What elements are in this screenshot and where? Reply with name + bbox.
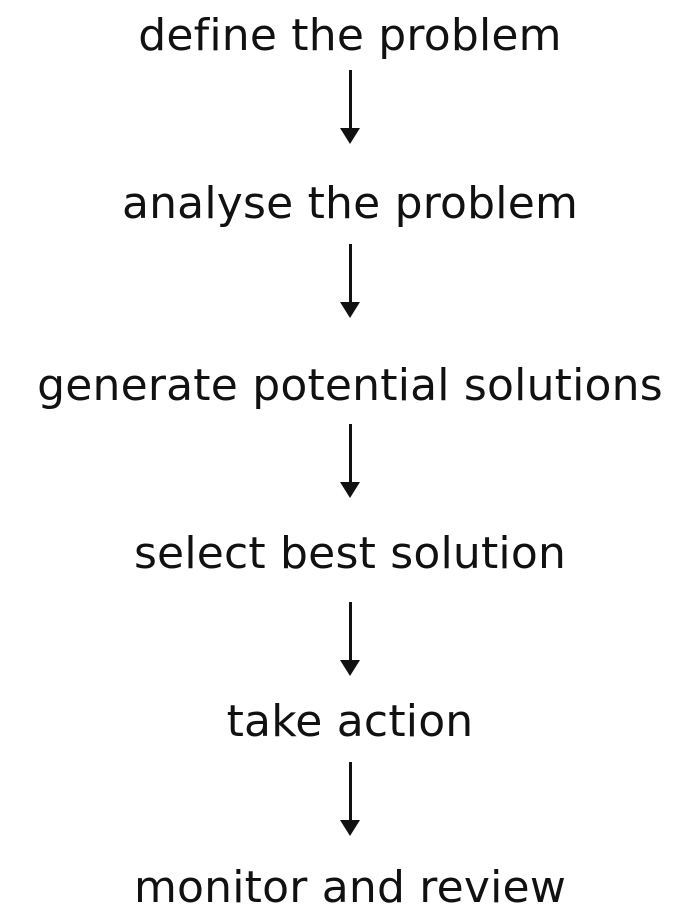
step-monitor-and-review: monitor and review xyxy=(133,862,567,913)
down-arrow-icon xyxy=(340,70,360,144)
step-take-action: take action xyxy=(226,696,474,747)
step-analyse-the-problem: analyse the problem xyxy=(121,178,579,229)
down-arrow-icon xyxy=(340,424,360,498)
step-generate-potential-solutions: generate potential solutions xyxy=(37,360,663,411)
down-arrow-icon xyxy=(340,762,360,836)
down-arrow-icon xyxy=(340,602,360,676)
down-arrow-icon xyxy=(340,244,360,318)
step-define-the-problem: define the problem xyxy=(138,10,562,61)
step-select-best-solution: select best solution xyxy=(133,528,567,579)
